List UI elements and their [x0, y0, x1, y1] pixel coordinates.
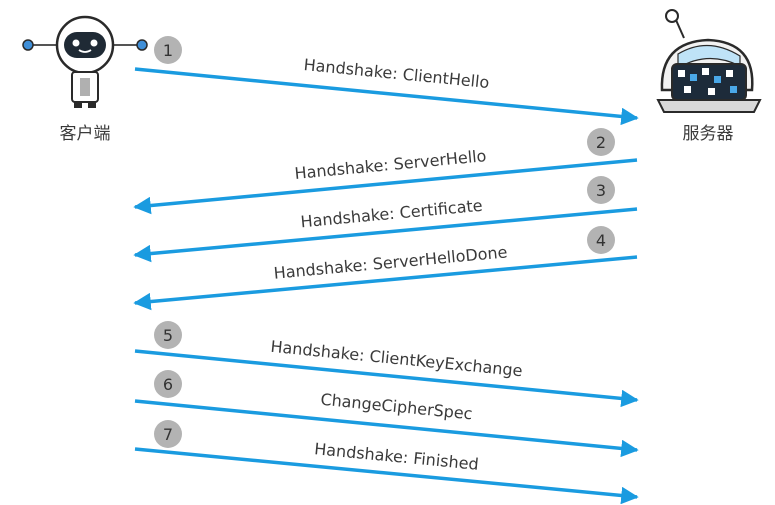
message-arrow-4 [133, 255, 638, 311]
message-arrow-7 [134, 447, 639, 505]
server-label: 服务器 [683, 124, 734, 144]
message-label: Handshake: ServerHelloDone [273, 242, 508, 282]
step-number: 4 [596, 231, 606, 250]
step-number: 5 [163, 326, 173, 345]
step-number: 1 [163, 41, 173, 60]
step-badge-2 [587, 128, 615, 156]
step-badge-7 [154, 420, 182, 448]
message-arrow-2 [133, 158, 638, 215]
message-arrow-3 [133, 207, 638, 263]
step-badge-1 [154, 36, 182, 64]
message-arrow-1 [134, 67, 639, 126]
message-label: Handshake: ClientKeyExchange [270, 337, 524, 380]
step-number: 2 [596, 133, 606, 152]
server-icon [656, 9, 762, 113]
step-number: 6 [163, 375, 173, 394]
message-label: ChangeCipherSpec [320, 390, 474, 424]
message-arrow-5 [134, 349, 639, 408]
client-label: 客户端 [60, 124, 111, 144]
step-badge-6 [154, 370, 182, 398]
step-number: 3 [596, 181, 606, 200]
step-badge-4 [587, 226, 615, 254]
step-badge-5 [154, 321, 182, 349]
message-arrow-6 [134, 399, 639, 458]
robot-icon [22, 15, 148, 108]
step-number: 7 [163, 425, 173, 444]
step-badge-3 [587, 176, 615, 204]
